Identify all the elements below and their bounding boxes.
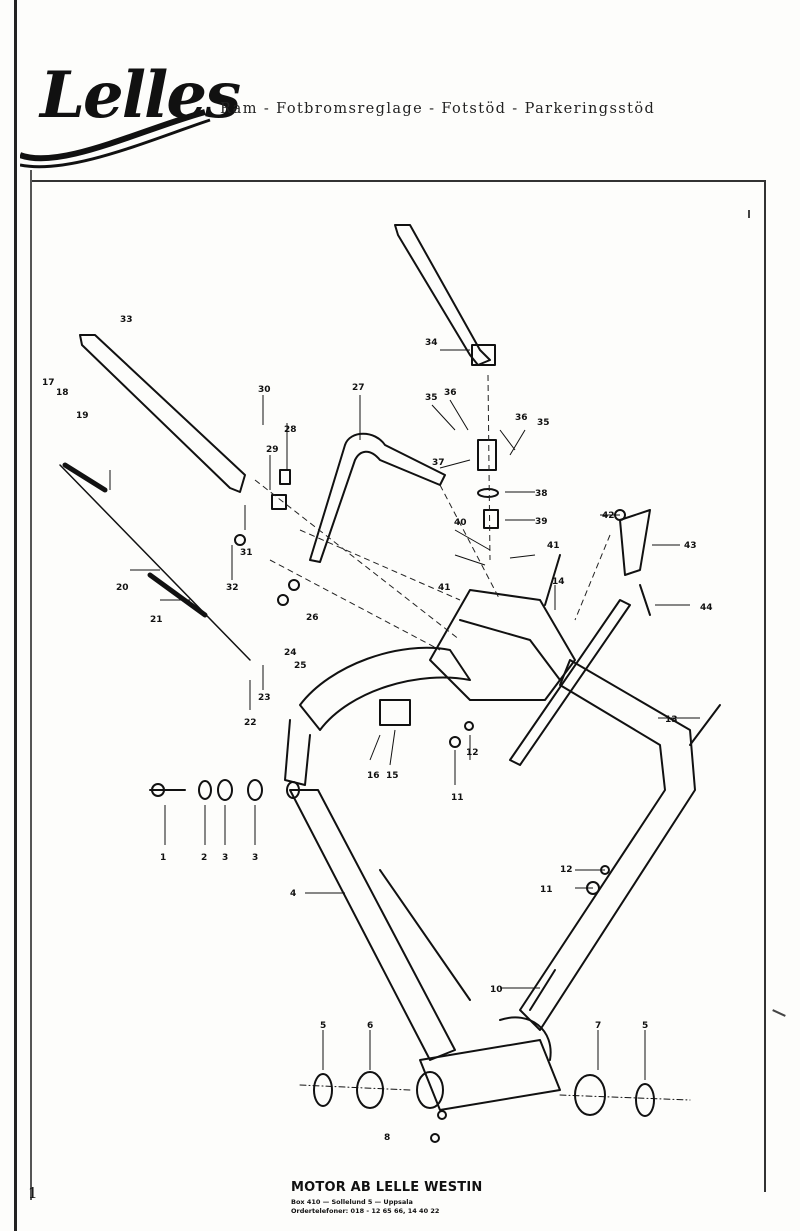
part-label-24: 24	[284, 648, 297, 658]
company-phone: Ordertelefoner: 018 - 12 65 66, 14 40 22	[291, 1207, 440, 1215]
logo-wordmark: Lelles	[40, 58, 241, 133]
frame-tube	[299, 646, 471, 731]
part-label-39: 39	[535, 517, 548, 527]
brake-lever-33	[79, 334, 246, 493]
spring-21	[147, 572, 208, 618]
part-label-5b: 5	[642, 1021, 648, 1031]
frame-right-tube	[519, 659, 696, 1031]
part-label-12b: 12	[560, 865, 573, 875]
part-label-29: 29	[266, 445, 279, 455]
part-label-15: 15	[386, 771, 399, 781]
part-label-3a: 3	[222, 853, 228, 863]
part-label-35a: 35	[425, 393, 438, 403]
company-name: MOTOR AB LELLE WESTIN	[291, 1180, 483, 1195]
part-label-43: 43	[684, 541, 697, 551]
frame-down-tube	[289, 789, 456, 1061]
part-label-44: 44	[700, 603, 713, 613]
part-label-32: 32	[226, 583, 239, 593]
part-label-6: 6	[367, 1021, 373, 1031]
part-label-33: 33	[120, 315, 133, 325]
part-label-12a: 12	[466, 748, 479, 758]
part-label-31: 31	[240, 548, 253, 558]
part-label-14: 14	[552, 577, 565, 587]
part-label-11b: 11	[540, 885, 553, 895]
part-label-40: 40	[454, 518, 467, 528]
company-address: Box 410 — Sollelund 5 — Uppsala	[291, 1198, 413, 1206]
lever-34	[394, 224, 491, 366]
part-label-28: 28	[284, 425, 297, 435]
cross-bar	[509, 599, 631, 766]
part-label-17: 17	[42, 378, 55, 388]
part-label-23: 23	[258, 693, 271, 703]
tube-43	[619, 509, 651, 576]
part-label-1: 1	[160, 853, 166, 863]
part-label-41b: 41	[438, 583, 451, 593]
part-label-36a: 36	[444, 388, 457, 398]
part-label-35b: 35	[537, 418, 550, 428]
part-label-42: 42	[602, 511, 615, 521]
part-label-30: 30	[258, 385, 271, 395]
binding-edge-line	[14, 0, 17, 1231]
page-title: Ram - Fotbromsreglage - Fotstöd - Parker…	[220, 101, 656, 117]
part-label-26: 26	[306, 613, 319, 623]
spring-19	[62, 462, 108, 493]
part-label-8: 8	[384, 1133, 390, 1143]
part-label-34: 34	[425, 338, 438, 348]
frame-left-line	[30, 170, 32, 1200]
part-label-37: 37	[432, 458, 445, 468]
part-label-3b: 3	[252, 853, 258, 863]
head-bracket	[429, 589, 576, 701]
drawing-frame	[32, 180, 766, 1192]
part-label-11a: 11	[451, 793, 464, 803]
part-label-18: 18	[56, 388, 69, 398]
part-label-27: 27	[352, 383, 365, 393]
scan-mark	[748, 210, 750, 218]
part-label-41a: 41	[547, 541, 560, 551]
part-label-13: 13	[665, 715, 678, 725]
frame-bottom-bracket	[419, 1039, 561, 1111]
part-label-7: 7	[595, 1021, 601, 1031]
page-number: 1	[28, 1184, 38, 1202]
part-label-36b: 36	[515, 413, 528, 423]
part-label-2: 2	[201, 853, 207, 863]
part-label-25: 25	[294, 661, 307, 671]
part-label-16: 16	[367, 771, 380, 781]
part-label-5a: 5	[320, 1021, 326, 1031]
rod-20	[59, 464, 251, 661]
part-label-22: 22	[244, 718, 257, 728]
lelles-logo	[18, 60, 220, 170]
part-label-19: 19	[76, 411, 89, 421]
part-label-4: 4	[290, 889, 296, 899]
part-label-20: 20	[116, 583, 129, 593]
part-label-10: 10	[490, 985, 503, 995]
part-label-38: 38	[535, 489, 548, 499]
part-label-21: 21	[150, 615, 163, 625]
